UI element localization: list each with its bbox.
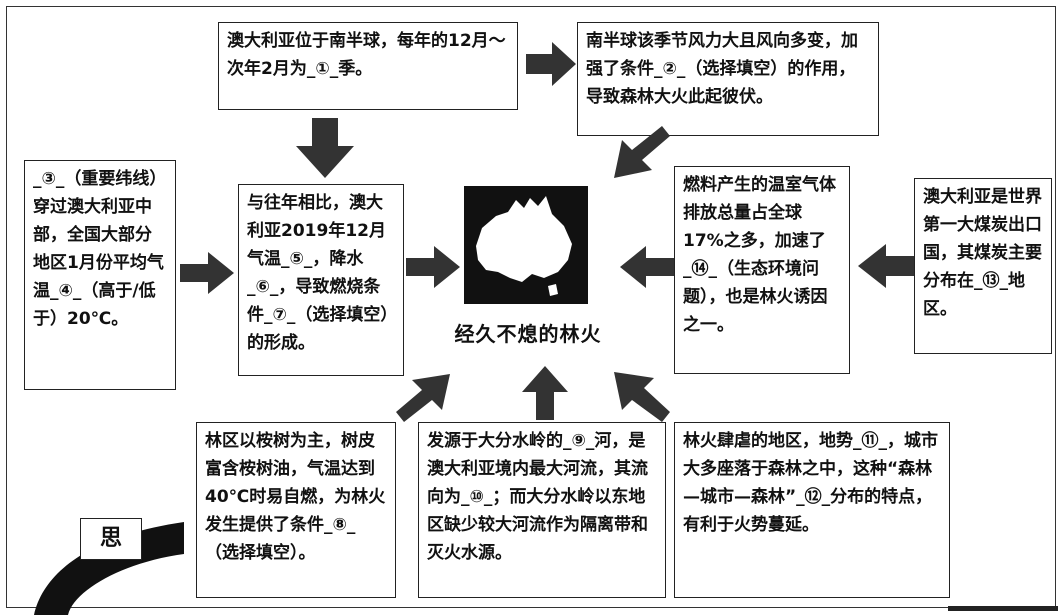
- box-river: 发源于大分水岭的_⑨_河，是澳大利亚境内最大河流，其流向为_⑩_；而大分水岭以东…: [418, 422, 666, 598]
- page-frame: [6, 6, 1056, 608]
- arrow-upleft-icon: [614, 372, 670, 422]
- arrow-right-icon: [180, 252, 234, 294]
- arrow-down-icon: [296, 118, 354, 178]
- arrow-right-icon: [526, 42, 576, 86]
- box-coal: 澳大利亚是世界第一大煤炭出口国，其煤炭主要分布在_⑬_地区。: [914, 178, 1052, 354]
- arrow-downleft-icon: [614, 126, 670, 178]
- think-tag: 思: [80, 518, 142, 560]
- box-greenhouse: 燃料产生的温室气体排放总量占全球17%之多，加速了_⑭_（生态环境问题），也是林…: [674, 166, 850, 374]
- arrow-left-icon: [858, 244, 914, 288]
- arrow-up-icon: [522, 366, 568, 420]
- box-wind: 南半球该季节风力大且风向多变，加强了条件_②_（选择填空）的作用，导致森林大火此…: [577, 22, 879, 136]
- box-latitude: _③_（重要纬线）穿过澳大利亚中部，全国大部分地区1月份平均气温_④_（高于/低…: [24, 160, 176, 390]
- arrow-right-icon: [406, 246, 460, 288]
- decorative-swoosh: [34, 522, 184, 615]
- arrow-upright-icon: [396, 374, 450, 422]
- box-eucalyptus: 林区以桉树为主，树皮富含桉树油，气温达到40℃时易自燃，为林火发生提供了条件_⑧…: [196, 422, 396, 598]
- australia-map: [464, 186, 588, 304]
- arrow-left-icon: [620, 246, 674, 288]
- corner-bar: [948, 606, 1058, 611]
- box-terrain: 林火肆虐的地区，地势_⑪_，城市大多座落于森林之中，这种“森林—城市—森林”_⑫…: [674, 422, 950, 598]
- page-title: 经久不熄的林火: [454, 322, 602, 346]
- box-climate: 与往年相比，澳大利亚2019年12月气温_⑤_，降水_⑥_，导致燃烧条件_⑦_（…: [238, 184, 404, 376]
- box-season: 澳大利亚位于南半球，每年的12月～次年2月为_①_季。: [218, 22, 518, 110]
